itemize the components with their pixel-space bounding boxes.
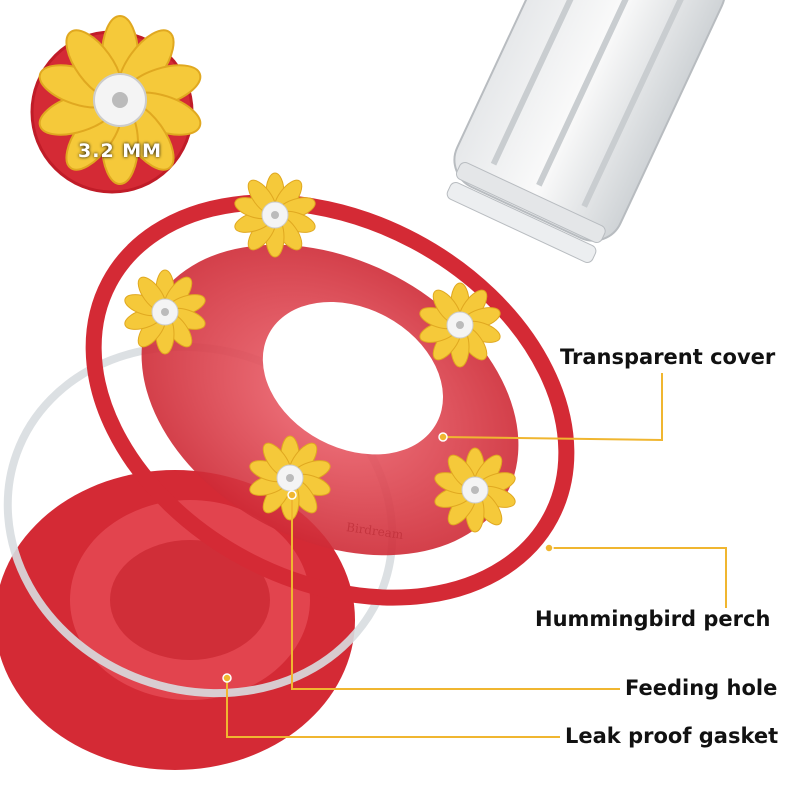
flower-perch <box>231 172 319 258</box>
magnifier-inset <box>30 15 207 194</box>
callout-leak-proof-gasket: Leak proof gasket <box>565 724 779 748</box>
hole-size-label: 3.2 MM <box>78 140 163 162</box>
transparent-cover <box>85 194 575 606</box>
callout-lines <box>226 373 727 738</box>
feeder-base <box>0 470 355 770</box>
bottle <box>446 0 726 263</box>
callout-transparent-cover: Transparent cover <box>560 345 776 369</box>
callout-feeding-hole: Feeding hole <box>625 676 778 700</box>
callout-hummingbird-perch: Hummingbird perch <box>535 607 771 631</box>
